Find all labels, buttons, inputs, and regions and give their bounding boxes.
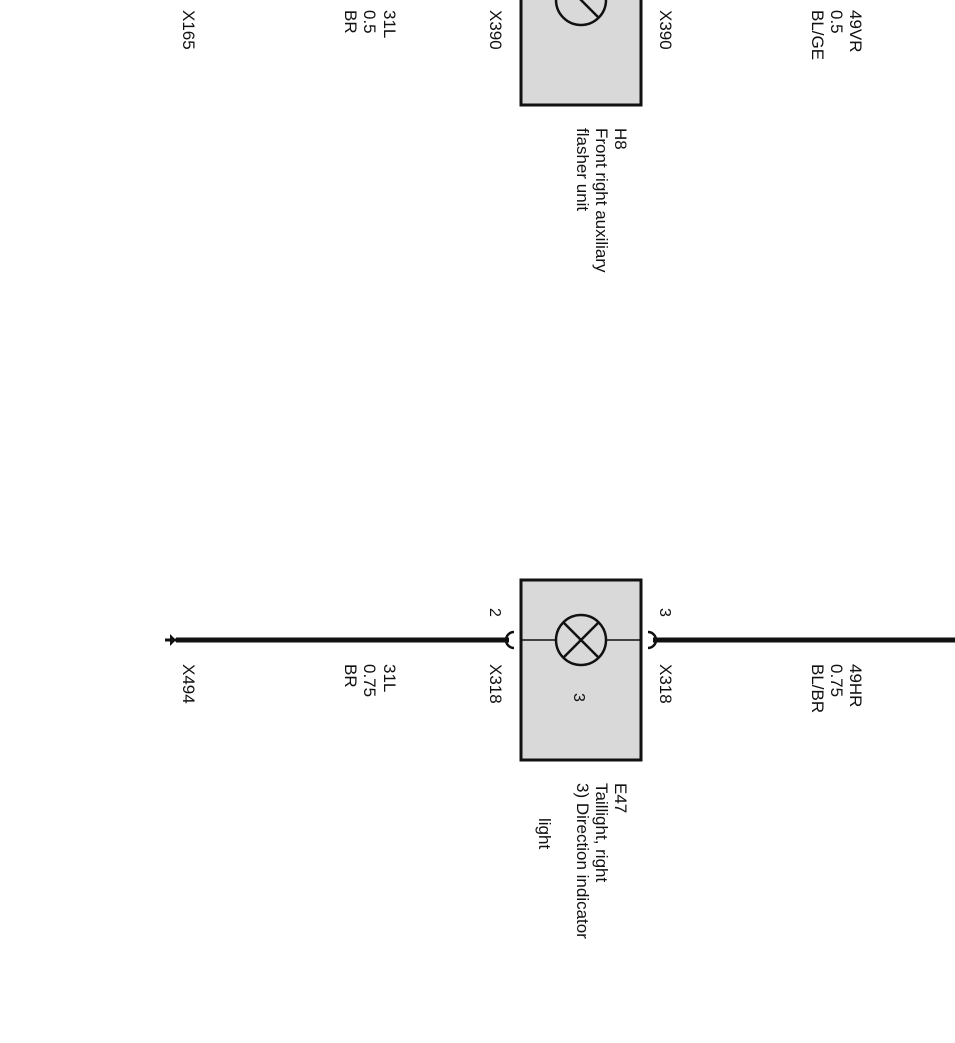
svg-text:49HR: 49HR — [846, 664, 865, 707]
top-left-wire-spec: 31L 0.5 BR — [341, 10, 399, 38]
h8-right-connector-label: X390 — [656, 10, 675, 50]
svg-text:31L: 31L — [380, 10, 399, 38]
lamp-icon — [554, 0, 608, 27]
svg-text:flasher unit: flasher unit — [573, 128, 592, 211]
h8-component-box[interactable] — [519, 0, 643, 107]
e47-left-connector-label: X318 — [486, 664, 505, 704]
ground-icon — [165, 634, 176, 646]
e47-component-label: E47 Taillight, right 3) Direction indica… — [535, 783, 630, 939]
e47-inner-number: 3 — [570, 693, 587, 702]
svg-text:BL/GE: BL/GE — [808, 10, 827, 60]
svg-text:3) Direction indicator: 3) Direction indicator — [573, 783, 592, 939]
svg-text:BL/BR: BL/BR — [808, 664, 827, 713]
bottom-ground-connector-label: X494 — [179, 664, 198, 704]
svg-text:31L: 31L — [380, 664, 399, 692]
h8-left-connector-label: X390 — [486, 10, 505, 50]
e47-component-box[interactable] — [519, 578, 643, 762]
svg-text:49VR: 49VR — [846, 10, 865, 53]
svg-text:H8: H8 — [611, 128, 630, 150]
e47-right-pin: 3 — [656, 608, 673, 617]
svg-text:0.5: 0.5 — [360, 10, 379, 34]
top-right-wire-spec: 49VR 0.5 BL/GE — [808, 10, 865, 60]
e47-left-pin: 2 — [486, 608, 503, 617]
lamp-icon — [554, 613, 608, 667]
svg-text:0.75: 0.75 — [360, 664, 379, 697]
h8-component-label: H8 Front right auxiliary flasher unit — [573, 128, 630, 273]
top-section: X390 X390 X165 31L 0.5 BR 49VR 0.5 BL/GE… — [179, 0, 865, 273]
top-ground-connector-label: X165 — [179, 10, 198, 50]
svg-text:Front right auxiliary: Front right auxiliary — [592, 128, 611, 273]
svg-text:BR: BR — [341, 10, 360, 34]
svg-text:light: light — [535, 818, 554, 849]
e47-right-connector-label: X318 — [656, 664, 675, 704]
svg-text:Taillight, right: Taillight, right — [592, 783, 611, 882]
svg-text:E47: E47 — [611, 783, 630, 813]
bottom-left-connector[interactable] — [504, 630, 515, 650]
svg-text:0.5: 0.5 — [827, 10, 846, 34]
bottom-section: 3 2 3 X318 X318 X494 31L 0.75 BR 49HR 0.… — [165, 578, 955, 939]
bottom-right-wire-spec: 49HR 0.75 BL/BR — [808, 664, 865, 713]
bottom-left-wire-spec: 31L 0.75 BR — [341, 664, 399, 697]
svg-text:0.75: 0.75 — [827, 664, 846, 697]
svg-text:BR: BR — [341, 664, 360, 688]
